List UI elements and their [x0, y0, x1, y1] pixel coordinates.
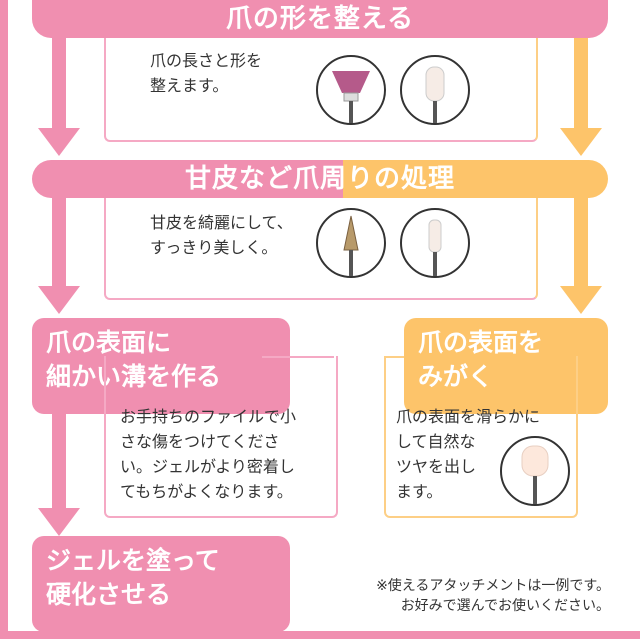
step2-desc-line: すっきり美しく。	[150, 238, 278, 257]
step3-right-box	[384, 356, 578, 518]
step3-right-title: 爪の表面を	[418, 328, 544, 357]
step4-title: 硬化させる	[46, 580, 172, 609]
arrow-down-icon	[38, 286, 80, 314]
footnote: ※使えるアタッチメントは一例です。 お好みで選んでお使いください。	[376, 576, 610, 616]
step3-left-desc-line: さな傷をつけてくださ	[120, 432, 280, 451]
step1-description: 爪の長さと形を 整えます。	[150, 48, 262, 98]
step3-left-title: 細かい溝を作る	[46, 362, 222, 391]
buffing-bit-image	[500, 436, 570, 506]
step2-title: 甘皮など爪周りの処理	[184, 164, 455, 194]
step3-left-desc-line: い。ジェルがより密着し	[120, 457, 295, 476]
step3-left-desc-line: てもちがよくなります。	[120, 482, 293, 501]
step3-left-box	[104, 356, 338, 518]
step4-title: ジェルを塗って	[46, 546, 220, 575]
footnote-line: ※使えるアタッチメントは一例です。	[376, 578, 610, 594]
step1-title: 爪の形を整える	[225, 4, 415, 34]
arrow-down-icon	[38, 128, 80, 156]
left-frame-line	[0, 0, 8, 639]
step3-right-label: 爪の表面を みがく	[404, 318, 608, 414]
arrow-shaft-left	[52, 398, 66, 516]
step3-right-desc-line: 爪の表面を滑らかに	[396, 407, 541, 426]
divider	[384, 356, 404, 358]
step1-desc-line: 爪の長さと形を	[150, 51, 263, 70]
step3-left-description: お手持ちのファイルで小 さな傷をつけてくださ い。ジェルがより密着し てもちがよ…	[120, 404, 296, 504]
step2-desc-line: 甘皮を綺麗にして、	[150, 213, 293, 232]
step1-desc-line: 整えます。	[150, 76, 229, 95]
arrow-down-icon	[560, 286, 602, 314]
step3-left-label: 爪の表面に 細かい溝を作る	[32, 318, 290, 414]
white-cylinder-bit-image	[400, 55, 470, 125]
step2-banner: 甘皮など爪周りの処理	[32, 160, 608, 198]
step3-left-desc-line: お手持ちのファイルで小	[120, 407, 297, 426]
arrow-shaft-right	[574, 38, 588, 138]
step3-right-desc-line: して自然な	[396, 432, 476, 451]
bottom-frame-line	[0, 631, 640, 639]
step4-label: ジェルを塗って 硬化させる	[32, 536, 290, 632]
arrow-shaft-left	[52, 198, 66, 294]
arrow-down-icon	[38, 508, 80, 536]
step2-description: 甘皮を綺麗にして、 すっきり美しく。	[150, 210, 293, 260]
step3-right-desc-line: ます。	[396, 482, 443, 501]
arrow-shaft-right	[574, 198, 588, 294]
divider	[262, 356, 334, 358]
flame-bit-image	[316, 208, 386, 278]
step3-right-description: 爪の表面を滑らかに して自然な ツヤを出し ます。	[396, 404, 540, 504]
pink-cone-bit-image	[316, 55, 386, 125]
step1-banner: 爪の形を整える	[32, 0, 608, 38]
step3-right-desc-line: ツヤを出し	[396, 457, 477, 476]
white-thin-bit-image	[400, 208, 470, 278]
footnote-line: お好みで選んでお使いください。	[400, 598, 610, 614]
arrow-shaft-left	[52, 38, 66, 138]
step3-right-title: みがく	[418, 362, 494, 391]
arrow-down-icon	[560, 128, 602, 156]
step3-left-title: 爪の表面に	[46, 328, 172, 357]
